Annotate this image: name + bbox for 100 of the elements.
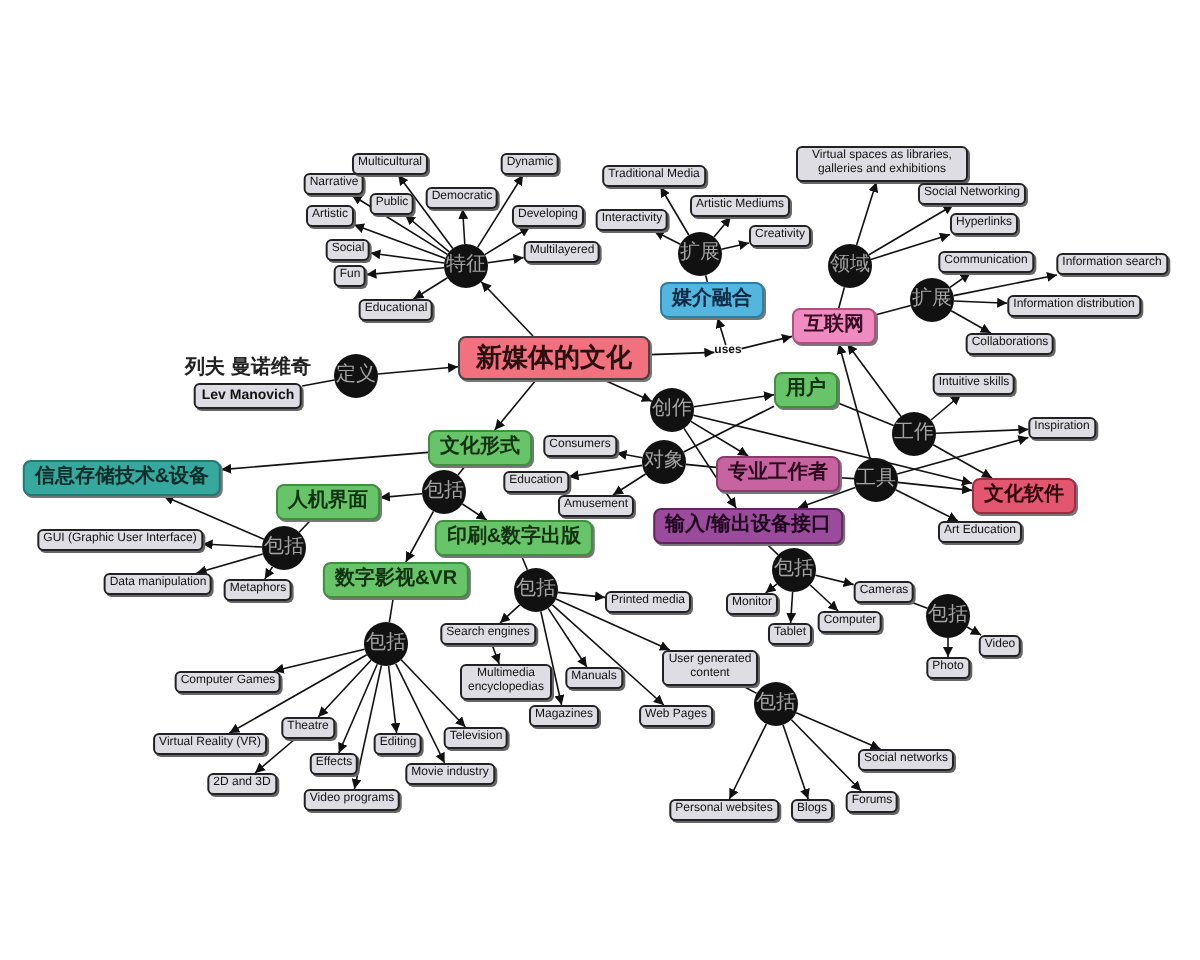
arrow — [894, 489, 959, 522]
arrow — [782, 724, 810, 800]
connector-line — [838, 286, 846, 309]
arrow — [713, 216, 732, 238]
topic-box: 用户 — [774, 372, 838, 408]
arrow — [809, 584, 839, 612]
arrow — [494, 379, 537, 431]
central-topic-box: 新媒体的文化 — [458, 336, 650, 380]
topic-box: 互联网 — [792, 308, 876, 344]
arrow — [400, 659, 467, 728]
arrow — [659, 186, 690, 236]
arrow — [195, 553, 264, 576]
arrow — [966, 625, 982, 636]
arrow — [461, 503, 488, 521]
arrow — [950, 310, 992, 334]
arrow — [949, 272, 972, 289]
arrow — [458, 208, 469, 245]
name-caption: 列夫 曼诺维奇 — [185, 357, 311, 379]
arrow — [555, 598, 671, 651]
connector-line — [298, 519, 312, 533]
arrow — [338, 663, 378, 754]
arrow — [612, 473, 647, 496]
arrow — [487, 254, 525, 264]
topic-box: 人机界面 — [276, 484, 380, 520]
connector-line — [704, 274, 709, 283]
connector-line — [685, 463, 717, 469]
arrow — [228, 654, 368, 734]
topic-box: 输入/输出设备接口 — [653, 508, 843, 544]
arrow — [932, 444, 993, 479]
topic-box: 文化软件 — [972, 478, 1076, 514]
arrow — [836, 343, 871, 460]
arrow — [868, 204, 955, 256]
arrow — [484, 226, 531, 256]
arrow — [254, 738, 296, 774]
arrow — [795, 712, 882, 750]
connector-line — [837, 402, 895, 427]
topic-box: 数字影视&VR — [322, 562, 470, 598]
arrow — [369, 249, 445, 264]
arrow — [317, 659, 372, 718]
arrow — [896, 435, 1030, 475]
arrow — [412, 277, 449, 300]
arrow — [814, 574, 855, 588]
arrow — [953, 297, 1008, 308]
arrow — [690, 420, 749, 457]
arrow — [351, 194, 449, 256]
topic-box: 印刷&数字出版 — [434, 520, 594, 556]
arrow — [557, 591, 606, 602]
topic-box: 信息存储技术&设备 — [22, 460, 222, 496]
topic-box: 专业工作者 — [716, 456, 840, 492]
arrow — [551, 604, 665, 706]
arrow — [567, 464, 643, 481]
arrow — [935, 424, 1030, 435]
topic-box: 文化形式 — [428, 430, 532, 466]
arrow — [897, 481, 973, 495]
arrow — [720, 240, 750, 251]
arrow — [846, 343, 902, 418]
arrow — [264, 566, 275, 580]
arrow — [201, 539, 263, 550]
arrow — [220, 451, 429, 474]
arrow — [404, 214, 450, 253]
arrow — [740, 333, 793, 350]
arrow — [377, 362, 459, 375]
arrow — [162, 495, 265, 540]
arrow — [397, 174, 454, 250]
arrow — [476, 174, 524, 249]
arrow — [649, 347, 716, 358]
connector-line — [301, 379, 336, 387]
arrow — [499, 604, 521, 624]
arrow — [491, 644, 501, 665]
arrow — [480, 281, 534, 337]
connector-line — [388, 597, 394, 623]
arrow — [855, 181, 879, 246]
arrow — [603, 379, 653, 402]
arrow — [365, 267, 445, 279]
connector-line — [875, 304, 912, 316]
arrow — [786, 591, 797, 624]
arrow — [692, 414, 973, 486]
arrow — [351, 664, 383, 790]
arrow — [952, 272, 1058, 297]
arrow — [540, 610, 565, 706]
arrow — [870, 232, 951, 261]
arrow — [943, 637, 953, 658]
arrow — [379, 491, 423, 502]
arrow — [273, 648, 366, 674]
arrow — [790, 719, 862, 792]
arrow — [930, 394, 962, 421]
arrow — [693, 391, 775, 408]
arrow — [653, 230, 682, 245]
arrow — [387, 665, 401, 734]
arrow — [715, 317, 727, 346]
arrow — [547, 607, 588, 668]
topic-box: 媒介融合 — [660, 282, 764, 318]
arrow — [405, 510, 435, 563]
arrow — [797, 486, 856, 510]
arrow — [728, 723, 768, 800]
arrow — [395, 663, 446, 764]
arrow — [615, 449, 644, 460]
arrow — [353, 223, 447, 260]
connector-line — [682, 405, 775, 453]
arrow — [764, 582, 778, 594]
